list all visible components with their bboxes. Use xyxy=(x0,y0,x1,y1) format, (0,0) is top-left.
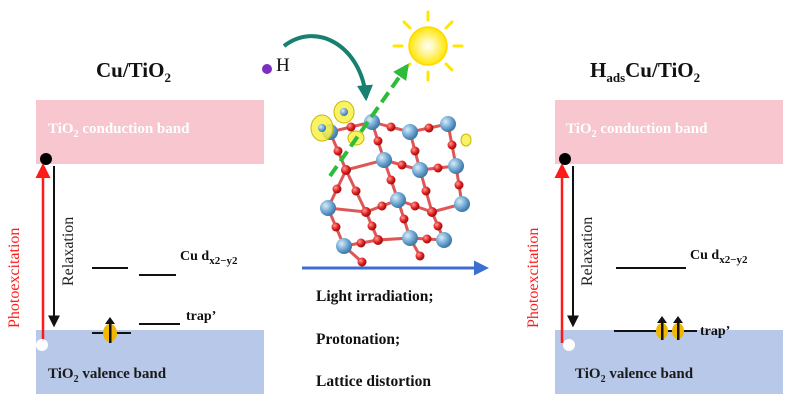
hydrogen-atom-icon xyxy=(262,64,272,74)
right-title-subscript: ads xyxy=(606,70,626,86)
left-cb-suffix: conduction band xyxy=(78,121,190,137)
electron-icon xyxy=(559,153,571,165)
right-title-suffix: Cu/TiO xyxy=(625,58,694,82)
process-protonation: Protonation; xyxy=(316,331,401,348)
left-cu-main: Cu d xyxy=(180,249,210,264)
right-cu-level-label: Cu dx2−y2 xyxy=(690,248,747,266)
right-valence-band xyxy=(555,330,783,394)
left-vb-suffix: valence band xyxy=(78,366,167,382)
hydrogen-label: H xyxy=(276,55,290,76)
right-conduction-band xyxy=(555,100,783,164)
process-light-irradiation: Light irradiation; xyxy=(316,288,434,305)
right-valence-band-label: TiO2 valence band xyxy=(575,366,693,385)
left-cb-prefix: TiO xyxy=(48,121,74,137)
hydrogen-transfer-arrow xyxy=(282,34,373,102)
right-title-subscript2: 2 xyxy=(693,70,701,86)
left-cb-sub: 2 xyxy=(73,129,79,140)
left-energy-diagram xyxy=(35,153,180,351)
hole-icon xyxy=(563,339,575,351)
left-valence-band xyxy=(36,330,264,394)
left-title-subscript: 2 xyxy=(164,70,171,86)
photon-arrow xyxy=(328,63,409,178)
crystal-lattice-icon xyxy=(310,100,472,267)
right-vb-sub: 2 xyxy=(600,374,606,385)
left-conduction-band xyxy=(36,100,264,164)
right-cu-sub: x2−y2 xyxy=(719,253,748,266)
right-title-text: H xyxy=(590,58,607,82)
right-cb-sub: 2 xyxy=(591,129,597,140)
right-cu-main: Cu d xyxy=(690,248,720,263)
left-vb-sub: 2 xyxy=(73,374,79,385)
left-cu-level-label: Cu dx2−y2 xyxy=(180,249,237,267)
right-cb-suffix: conduction band xyxy=(596,121,708,137)
left-trapped-electron-pair xyxy=(103,317,117,343)
left-vb-prefix: TiO xyxy=(48,366,74,382)
right-conduction-band-label: TiO2 conduction band xyxy=(566,121,707,140)
right-trap-label: trap’ xyxy=(700,324,731,339)
right-cb-prefix: TiO xyxy=(566,121,592,137)
left-conduction-band-label: TiO2 conduction band xyxy=(48,121,189,140)
left-panel-title: Cu/TiO2 xyxy=(96,58,171,86)
left-valence-band-label: TiO2 valence band xyxy=(48,366,166,385)
hole-icon xyxy=(36,339,48,351)
left-trap-label: trap’ xyxy=(186,309,217,324)
process-lattice-distortion: Lattice distortion xyxy=(316,373,431,390)
right-vb-suffix: valence band xyxy=(605,366,694,382)
right-energy-diagram xyxy=(554,153,697,351)
center-illustration xyxy=(262,10,489,276)
left-cu-sub: x2−y2 xyxy=(209,254,238,267)
right-trapped-electron-pair-2 xyxy=(672,316,684,340)
right-vb-prefix: TiO xyxy=(575,366,601,382)
right-panel-title: HadsCu/TiO2 xyxy=(590,58,700,86)
electron-icon xyxy=(40,153,52,165)
right-trapped-electron-pair-1 xyxy=(656,316,668,340)
left-title-text: Cu/TiO xyxy=(96,58,165,82)
